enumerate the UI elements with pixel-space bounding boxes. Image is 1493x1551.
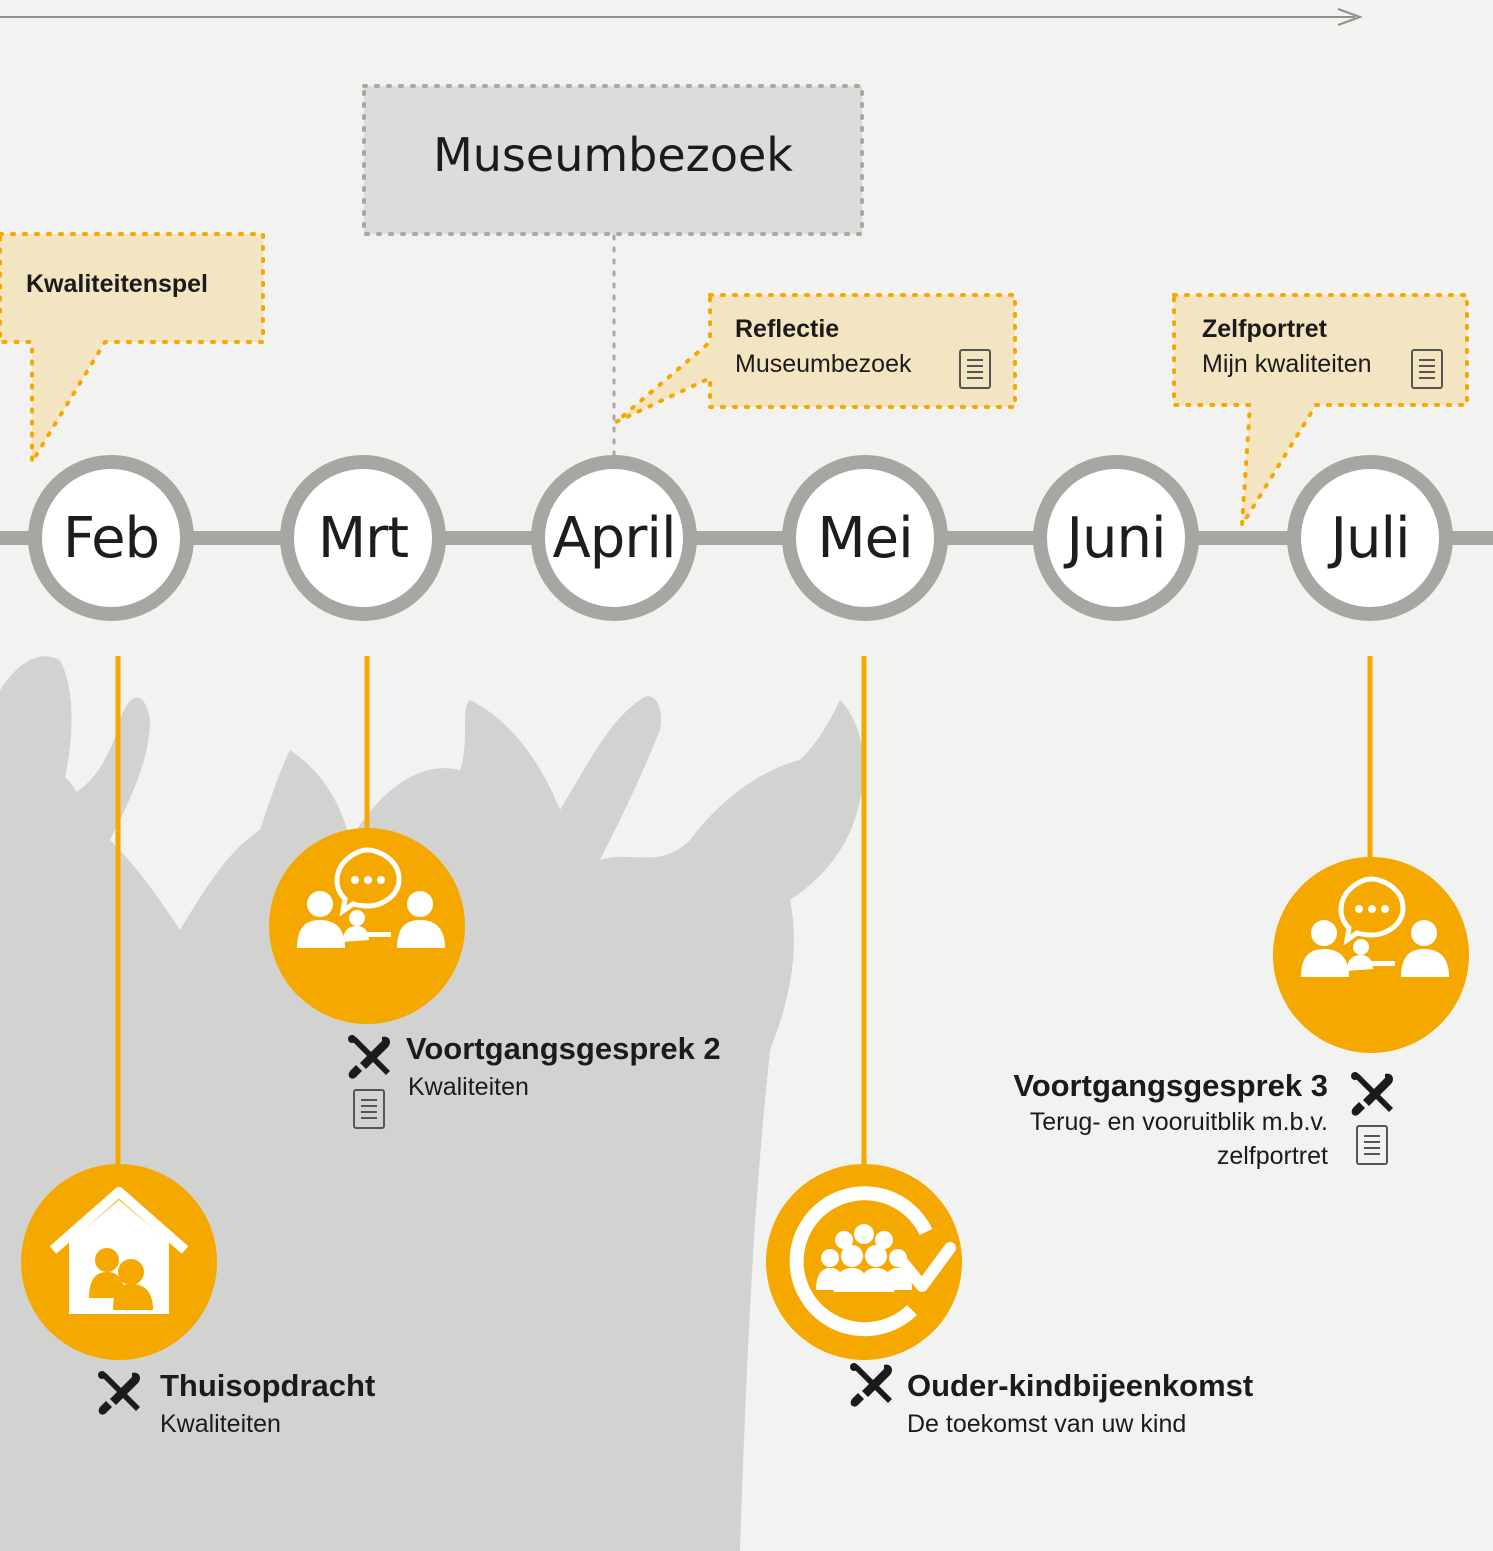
event-thuisopdracht-title: Thuisopdracht — [160, 1368, 376, 1403]
conversation-icon — [1301, 876, 1449, 977]
month-mrt: Mrt — [280, 455, 446, 621]
callout-kwaliteitenspel-title: Kwaliteitenspel — [26, 270, 208, 298]
callout-zelfportret-subtitle: Mijn kwaliteiten — [1202, 350, 1372, 378]
tools-icon — [348, 1035, 390, 1079]
event-voortgang3-title: Voortgangsgesprek 3 — [1013, 1068, 1328, 1103]
tools-icon — [850, 1363, 892, 1407]
event-ouderkind-subtitle: De toekomst van uw kind — [907, 1410, 1187, 1438]
callout-zelfportret-title: Zelfportret — [1202, 315, 1327, 343]
month-feb: Feb — [28, 455, 194, 621]
museum-box-shape — [362, 84, 864, 236]
callout-reflectie-shape — [614, 293, 1017, 424]
group-cycle-icon — [789, 1186, 956, 1337]
callout-kwaliteitenspel-shape — [0, 232, 265, 470]
tools-icon — [1351, 1072, 1393, 1116]
event-thuisopdracht-subtitle: Kwaliteiten — [160, 1410, 281, 1438]
tools-icon — [98, 1371, 140, 1415]
callout-zelfportret-shape — [1172, 293, 1469, 527]
event-voortgang2-title: Voortgangsgesprek 2 — [406, 1031, 721, 1066]
month-mei: Mei — [782, 455, 948, 621]
month-april: April — [531, 455, 697, 621]
event-voortgang2-subtitle: Kwaliteiten — [408, 1073, 529, 1101]
event-voortgang3-subtitle-line2: zelfportret — [1216, 1142, 1328, 1170]
document-icon — [959, 349, 991, 389]
museum-title: Museumbezoek — [433, 128, 793, 182]
conversation-icon — [297, 847, 445, 948]
month-juli: Juli — [1287, 455, 1453, 621]
document-icon — [1356, 1125, 1388, 1165]
crowd-silhouette — [0, 656, 864, 1551]
callout-reflectie-subtitle: Museumbezoek — [735, 350, 912, 378]
document-icon — [353, 1089, 385, 1129]
month-juni: Juni — [1033, 455, 1199, 621]
house-family-icon — [49, 1187, 189, 1314]
document-icon — [1411, 349, 1443, 389]
event-ouderkind-title: Ouder-kindbijeenkomst — [907, 1368, 1254, 1403]
event-voortgang3-subtitle-line1: Terug- en vooruitblik m.b.v. — [1029, 1108, 1328, 1136]
callout-reflectie-title: Reflectie — [735, 315, 840, 343]
